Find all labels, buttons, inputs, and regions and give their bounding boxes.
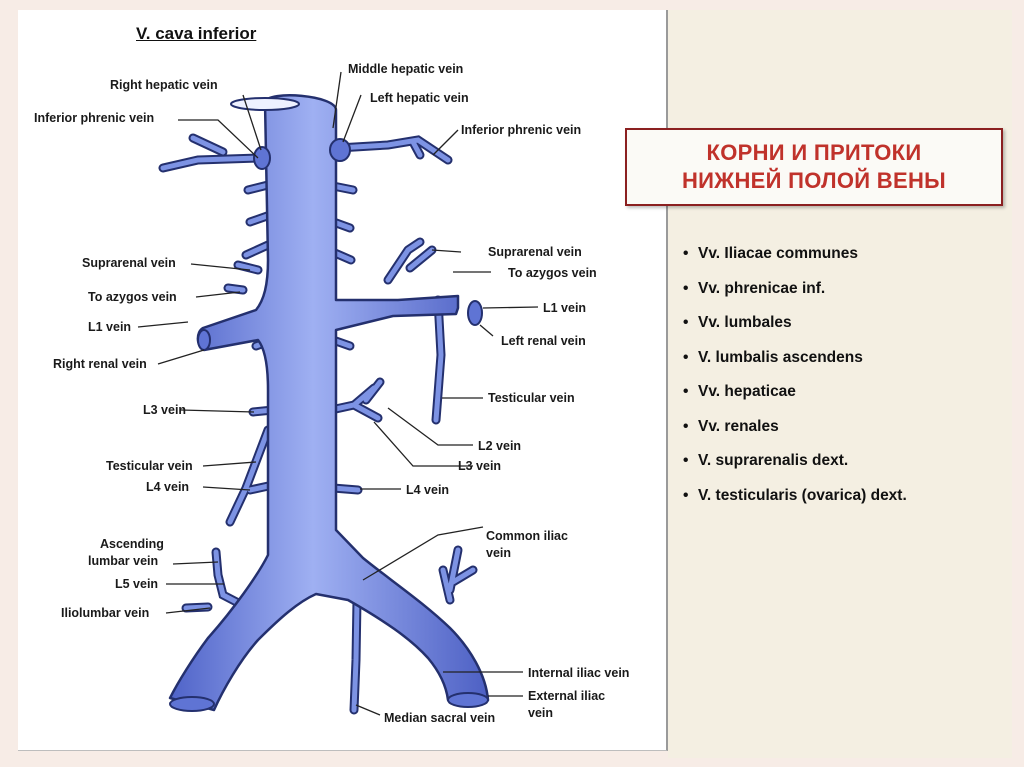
bullet-dot-icon: • bbox=[683, 245, 689, 262]
label-left-renal: Left renal vein bbox=[501, 334, 586, 348]
leader-lines bbox=[137, 71, 539, 716]
bullet-list: • Vv. Iliacae communes • Vv. phrenicae inf… bbox=[683, 244, 907, 520]
left-iliac-end bbox=[447, 692, 489, 708]
label-suprarenal-left: Suprarenal vein bbox=[488, 245, 582, 259]
bullet-item: • Vv. lumbales bbox=[683, 313, 907, 348]
bullet-item: • Vv. renales bbox=[683, 417, 907, 452]
right-iliac-end bbox=[169, 696, 215, 712]
bullet-text: Vv. lumbales bbox=[698, 314, 792, 331]
left-renal-end bbox=[467, 300, 483, 326]
label-middle-hepatic: Middle hepatic vein bbox=[348, 62, 463, 76]
label-l4-left: L4 vein bbox=[406, 483, 449, 497]
bullet-item: • Vv. Iliacae communes bbox=[683, 244, 907, 279]
bullet-dot-icon: • bbox=[683, 452, 689, 469]
bullet-item: • Vv. phrenicae inf. bbox=[683, 279, 907, 314]
label-external-iliac-1: External iliac bbox=[528, 689, 605, 703]
slide-title-line-2: НИЖНЕЙ ПОЛОЙ ВЕНЫ bbox=[681, 168, 946, 193]
bullet-text: Vv. renales bbox=[698, 417, 779, 435]
label-median-sacral: Median sacral vein bbox=[384, 711, 495, 725]
bullet-dot-icon: • bbox=[683, 348, 689, 366]
bullet-text: Vv. Iliacae communes bbox=[698, 245, 858, 262]
bullet-text: Vv. hepaticae bbox=[698, 383, 796, 400]
label-suprarenal-right: Suprarenal vein bbox=[82, 256, 176, 270]
ivc-trunk bbox=[168, 94, 490, 712]
right-renal-end bbox=[197, 329, 211, 351]
bullet-text: V. testicularis (ovarica) dext. bbox=[698, 486, 907, 504]
bullet-dot-icon: • bbox=[683, 383, 689, 400]
figure-title: V. cava inferior bbox=[136, 24, 257, 43]
label-l5: L5 vein bbox=[115, 577, 158, 591]
label-inferior-phrenic-right-side: Inferior phrenic vein bbox=[34, 111, 154, 125]
label-l1-left: L1 vein bbox=[543, 301, 586, 315]
label-right-hepatic: Right hepatic vein bbox=[110, 78, 218, 92]
vein-labels: Middle hepatic vein Right hepatic vein L… bbox=[34, 62, 629, 725]
label-ascending-lumbar-1: Ascending bbox=[100, 537, 164, 551]
label-l2: L2 vein bbox=[478, 439, 521, 453]
bullet-item: • V. lumbalis ascendens bbox=[683, 348, 907, 383]
bullet-dot-icon: • bbox=[683, 486, 689, 504]
bullet-dot-icon: • bbox=[683, 314, 689, 331]
ivc-diagram: Middle hepatic vein Right hepatic vein L… bbox=[34, 62, 629, 725]
anatomy-figure: V. cava inferior bbox=[18, 10, 668, 751]
bullet-dot-icon: • bbox=[683, 279, 689, 297]
label-l1-right: L1 vein bbox=[88, 320, 131, 334]
label-left-hepatic: Left hepatic vein bbox=[370, 91, 469, 105]
bullet-item: • V. suprarenalis dext. bbox=[683, 451, 907, 486]
label-right-renal: Right renal vein bbox=[53, 357, 147, 371]
label-iliolumbar: Iliolumbar vein bbox=[61, 606, 149, 620]
label-common-iliac-2: vein bbox=[486, 546, 511, 560]
right-hepatic-opening bbox=[253, 146, 271, 170]
ivc-top-opening bbox=[230, 97, 300, 111]
label-l3-left: L3 vein bbox=[458, 459, 501, 473]
label-inferior-phrenic-left-side: Inferior phrenic vein bbox=[461, 123, 581, 137]
label-common-iliac-1: Common iliac bbox=[486, 529, 568, 543]
label-azygos-left: To azygos vein bbox=[508, 266, 597, 280]
slide-title-line-1: КОРНИ И ПРИТОКИ bbox=[706, 140, 922, 165]
bullet-item: • Vv. hepaticae bbox=[683, 382, 907, 417]
label-external-iliac-2: vein bbox=[528, 706, 553, 720]
label-l4-right: L4 vein bbox=[146, 480, 189, 494]
label-internal-iliac: Internal iliac vein bbox=[528, 666, 629, 680]
bullet-dot-icon: • bbox=[683, 417, 689, 435]
label-testicular-right: Testicular vein bbox=[106, 459, 193, 473]
bullet-text: Vv. phrenicae inf. bbox=[698, 279, 826, 297]
label-testicular-left: Testicular vein bbox=[488, 391, 575, 405]
bullet-item: • V. testicularis (ovarica) dext. bbox=[683, 486, 907, 521]
label-ascending-lumbar-2: lumbar vein bbox=[88, 554, 158, 568]
bullet-text: V. lumbalis ascendens bbox=[698, 348, 863, 366]
bullet-text: V. suprarenalis dext. bbox=[698, 452, 849, 469]
tributary-fills bbox=[160, 135, 476, 713]
label-azygos-right: To azygos vein bbox=[88, 290, 177, 304]
label-l3-right: L3 vein bbox=[143, 403, 186, 417]
slide-title-box: КОРНИ И ПРИТОКИ НИЖНЕЙ ПОЛОЙ ВЕНЫ bbox=[625, 128, 1003, 206]
left-hepatic-opening bbox=[329, 138, 351, 162]
